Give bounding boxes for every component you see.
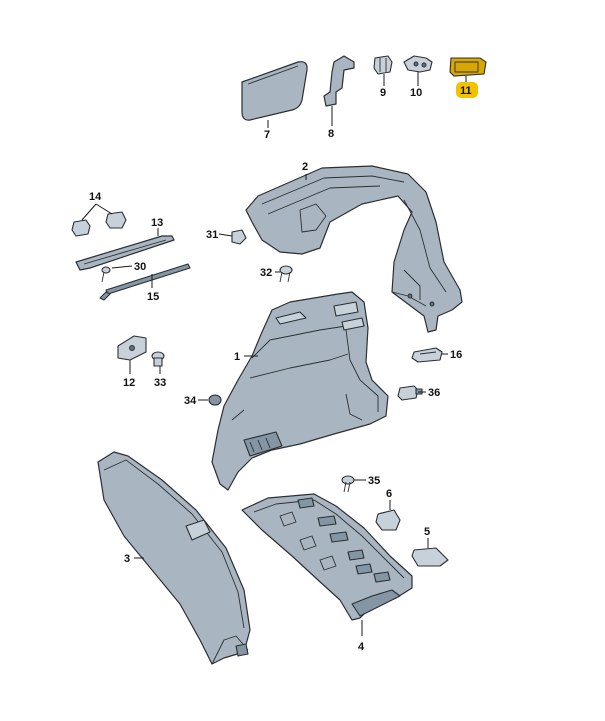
part-3-luggage-cover bbox=[97, 451, 251, 665]
callout-13[interactable]: 13 bbox=[151, 217, 163, 229]
callout-8[interactable]: 8 bbox=[328, 128, 334, 140]
callout-4[interactable]: 4 bbox=[358, 641, 365, 653]
callout-6[interactable]: 6 bbox=[386, 488, 392, 500]
callout-16[interactable]: 16 bbox=[450, 349, 462, 361]
part-12-bracket bbox=[117, 335, 147, 361]
callout-14[interactable]: 14 bbox=[89, 191, 102, 203]
part-1-lower-trim bbox=[211, 291, 389, 491]
callout-3[interactable]: 3 bbox=[124, 553, 130, 565]
part-11-highlighted bbox=[449, 57, 487, 77]
part-32-screw bbox=[279, 265, 293, 283]
callout-10[interactable]: 10 bbox=[410, 87, 422, 99]
part-5-pad bbox=[411, 547, 449, 567]
part-2-upper-trim bbox=[245, 165, 463, 333]
part-35-screw bbox=[341, 475, 355, 493]
callout-1[interactable]: 1 bbox=[234, 351, 240, 363]
part-36-plug bbox=[397, 385, 423, 401]
part-31-clip bbox=[231, 229, 247, 245]
callout-32[interactable]: 32 bbox=[260, 267, 272, 279]
callout-36[interactable]: 36 bbox=[428, 387, 440, 399]
callout-12[interactable]: 12 bbox=[123, 377, 135, 389]
part-6-clip bbox=[375, 509, 401, 531]
part-8-bracket bbox=[323, 55, 355, 107]
part-7-cover bbox=[241, 61, 308, 121]
callout-2[interactable]: 2 bbox=[302, 161, 308, 173]
part-16-lamp bbox=[411, 347, 443, 363]
part-33-bolt bbox=[151, 351, 165, 367]
part-34-nut bbox=[208, 394, 222, 406]
callout-30[interactable]: 30 bbox=[134, 261, 146, 273]
callout-33[interactable]: 33 bbox=[154, 377, 166, 389]
part-14-clips bbox=[71, 211, 127, 237]
callout-35[interactable]: 35 bbox=[368, 475, 380, 487]
callout-34[interactable]: 34 bbox=[184, 395, 197, 407]
callout-15[interactable]: 15 bbox=[147, 291, 159, 303]
part-9-clip bbox=[373, 55, 393, 75]
callout-11-badge bbox=[456, 82, 478, 98]
callout-5[interactable]: 5 bbox=[424, 526, 430, 538]
part-4-storage-tray bbox=[241, 493, 413, 621]
part-13-strip bbox=[75, 235, 175, 271]
part-30-screw bbox=[101, 266, 111, 283]
part-10-holder bbox=[403, 55, 433, 73]
part-15-rod bbox=[99, 263, 191, 301]
callout-11[interactable]: 11 bbox=[460, 85, 472, 97]
callout-31[interactable]: 31 bbox=[206, 229, 218, 241]
callout-7[interactable]: 7 bbox=[264, 129, 270, 141]
callout-9[interactable]: 9 bbox=[380, 87, 386, 99]
